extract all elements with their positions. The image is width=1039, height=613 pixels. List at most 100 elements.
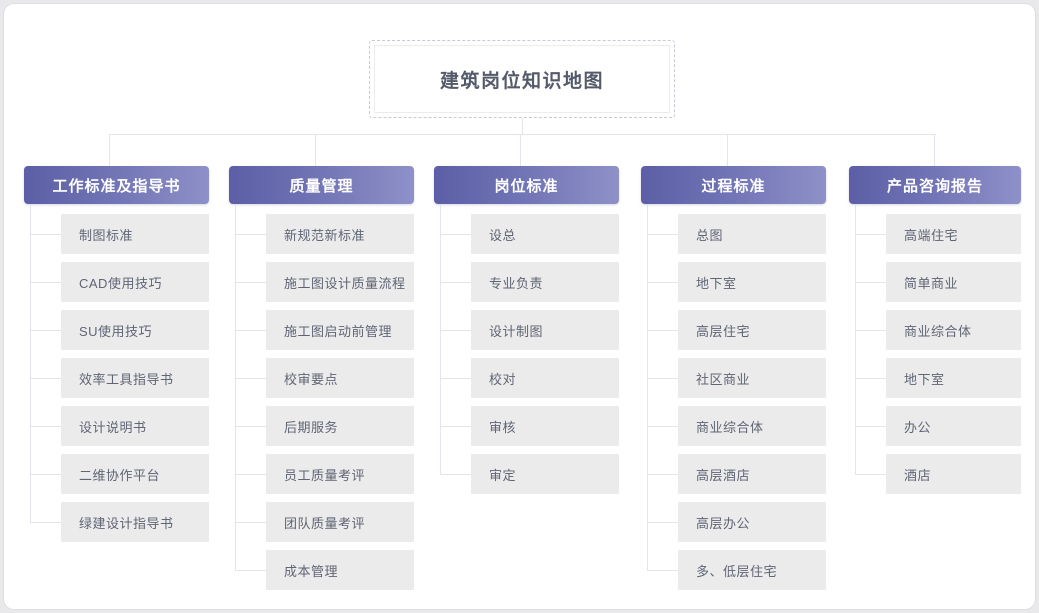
connector-stub [855, 378, 886, 379]
leaf-node[interactable]: 多、低层住宅 [647, 550, 826, 590]
connector-stub [440, 426, 471, 427]
connector-stub [647, 330, 678, 331]
leaf-node[interactable]: 施工图启动前管理 [235, 310, 414, 350]
leaf-node[interactable]: 员工质量考评 [235, 454, 414, 494]
branch-children-1: 新规范新标准施工图设计质量流程施工图启动前管理校审要点后期服务员工质量考评团队质… [229, 204, 414, 590]
leaf-node-label: 审核 [489, 419, 517, 435]
connector-stub [235, 474, 266, 475]
leaf-node[interactable]: 社区商业 [647, 358, 826, 398]
leaf-node[interactable]: 设计制图 [440, 310, 619, 350]
branch-header-label: 岗位标准 [494, 177, 559, 195]
branch-header-3[interactable]: 过程标准 [641, 166, 826, 204]
leaf-node[interactable]: 后期服务 [235, 406, 414, 446]
leaf-node[interactable]: 总图 [647, 214, 826, 254]
leaf-node-label: 新规范新标准 [284, 227, 366, 243]
leaf-node-label: 办公 [904, 419, 932, 435]
leaf-node[interactable]: 效率工具指导书 [30, 358, 209, 398]
leaf-node[interactable]: 团队质量考评 [235, 502, 414, 542]
connector-stub [30, 474, 61, 475]
connector-branch-drop [727, 135, 728, 166]
leaf-node[interactable]: 酒店 [855, 454, 1021, 494]
leaf-node[interactable]: 二维协作平台 [30, 454, 209, 494]
leaf-node[interactable]: 简单商业 [855, 262, 1021, 302]
leaf-node[interactable]: 制图标准 [30, 214, 209, 254]
connector-stub [647, 474, 678, 475]
connector-stub [647, 570, 678, 571]
branch-header-4[interactable]: 产品咨询报告 [849, 166, 1021, 204]
leaf-node-label: 专业负责 [489, 275, 544, 291]
connector-spine [647, 204, 648, 570]
leaf-node[interactable]: 设总 [440, 214, 619, 254]
branch-header-2[interactable]: 岗位标准 [434, 166, 619, 204]
leaf-node-label: 施工图启动前管理 [284, 323, 393, 339]
branch-header-1[interactable]: 质量管理 [229, 166, 414, 204]
leaf-node[interactable]: 专业负责 [440, 262, 619, 302]
leaf-node-label: 高层办公 [696, 515, 751, 531]
leaf-node-label: 校审要点 [284, 371, 339, 387]
leaf-node-label: 设总 [489, 227, 517, 243]
leaf-node-label: CAD使用技巧 [79, 275, 162, 291]
leaf-node[interactable]: 校审要点 [235, 358, 414, 398]
connector-branch-drop [109, 135, 110, 166]
leaf-node-label: 员工质量考评 [284, 467, 366, 483]
connector-branch-drop [315, 135, 316, 166]
leaf-node[interactable]: 新规范新标准 [235, 214, 414, 254]
leaf-node[interactable]: 高层住宅 [647, 310, 826, 350]
leaf-node[interactable]: 绿建设计指导书 [30, 502, 209, 542]
branch-header-0[interactable]: 工作标准及指导书 [24, 166, 209, 204]
leaf-node[interactable]: 商业综合体 [647, 406, 826, 446]
leaf-node-label: 地下室 [696, 275, 737, 291]
leaf-node[interactable]: SU使用技巧 [30, 310, 209, 350]
root-node-selection-frame[interactable]: 建筑岗位知识地图 [369, 40, 675, 118]
mindmap-canvas: 建筑岗位知识地图 工作标准及指导书制图标准 CAD使用技巧 SU使用技巧效率工具指导… [4, 4, 1035, 609]
connector-stub [30, 282, 61, 283]
leaf-node-label: 二维协作平台 [79, 467, 161, 483]
leaf-node-label: 施工图设计质量流程 [284, 275, 406, 291]
leaf-node-label: 总图 [696, 227, 724, 243]
leaf-node[interactable]: 设计说明书 [30, 406, 209, 446]
leaf-node-label: 后期服务 [284, 419, 339, 435]
leaf-node[interactable]: 地下室 [647, 262, 826, 302]
leaf-node[interactable]: 高层办公 [647, 502, 826, 542]
connector-stub [235, 282, 266, 283]
branch-header-label: 过程标准 [701, 177, 766, 195]
connector-branch-drop [520, 135, 521, 166]
branch-children-0: 制图标准 CAD使用技巧 SU使用技巧效率工具指导书设计说明书二维协作平台绿建设计指… [24, 204, 209, 542]
connector-stub [647, 234, 678, 235]
leaf-node[interactable]: 施工图设计质量流程 [235, 262, 414, 302]
leaf-node[interactable]: 校对 [440, 358, 619, 398]
connector-stub [235, 234, 266, 235]
connector-spine [440, 204, 441, 474]
branch-header-label: 工作标准及指导书 [52, 177, 181, 195]
leaf-node[interactable]: 高端住宅 [855, 214, 1021, 254]
connector-trunk-bar [109, 134, 936, 135]
leaf-node[interactable]: 审定 [440, 454, 619, 494]
leaf-node[interactable]: 商业综合体 [855, 310, 1021, 350]
connector-stub [440, 474, 471, 475]
leaf-node-label: 效率工具指导书 [79, 371, 174, 387]
branch-column-2: 岗位标准设总专业负责设计制图校对审核审定 [434, 135, 619, 502]
leaf-node[interactable]: CAD使用技巧 [30, 262, 209, 302]
leaf-node[interactable]: 审核 [440, 406, 619, 446]
connector-spine [235, 204, 236, 570]
branch-header-label: 质量管理 [289, 177, 354, 195]
connector-stub [235, 330, 266, 331]
connector-stub [440, 330, 471, 331]
branch-children-3: 总图地下室高层住宅社区商业商业综合体高层酒店高层办公多、低层住宅 [641, 204, 826, 590]
connector-stub [440, 378, 471, 379]
connector-stub [647, 522, 678, 523]
leaf-node[interactable]: 成本管理 [235, 550, 414, 590]
page-title: 建筑岗位知识地图 [439, 70, 604, 92]
leaf-node-label: 高端住宅 [904, 227, 959, 243]
connector-stub [647, 378, 678, 379]
leaf-node[interactable]: 高层酒店 [647, 454, 826, 494]
leaf-node[interactable]: 地下室 [855, 358, 1021, 398]
leaf-node-label: 多、低层住宅 [696, 563, 778, 579]
leaf-node-label: 地下室 [904, 371, 945, 387]
connector-stub [30, 330, 61, 331]
connector-stub [235, 378, 266, 379]
leaf-node-label: 酒店 [904, 467, 932, 483]
root-node[interactable]: 建筑岗位知识地图 [375, 46, 669, 112]
leaf-node[interactable]: 办公 [855, 406, 1021, 446]
connector-stub [647, 426, 678, 427]
